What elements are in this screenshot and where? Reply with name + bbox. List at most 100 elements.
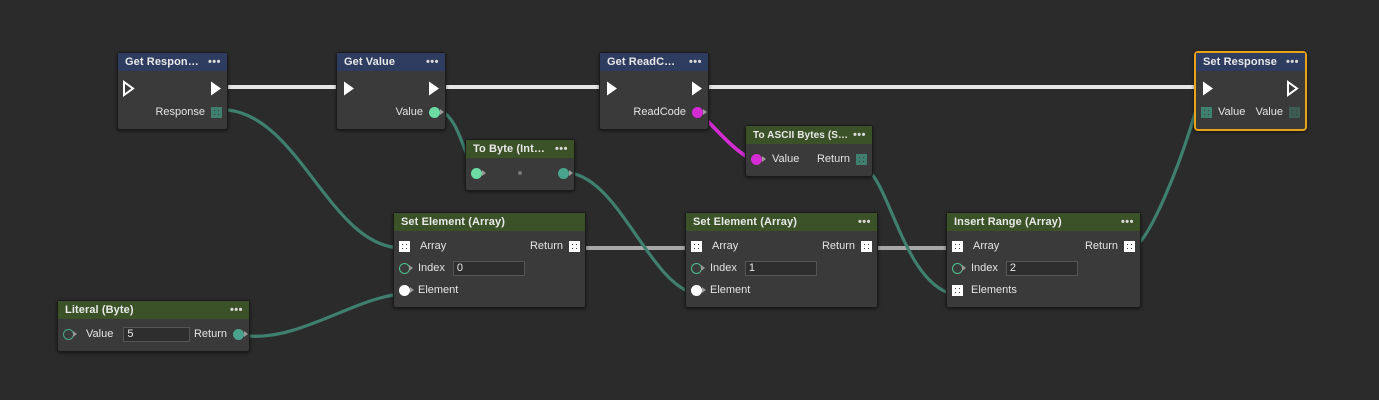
port-row-literal: Value Return: [58, 323, 249, 345]
node-menu-icon[interactable]: •••: [852, 129, 866, 141]
index-input-port[interactable]: [399, 262, 413, 274]
port-label-return: Return: [1084, 240, 1118, 252]
port-row-ascii: Value Return: [746, 148, 872, 170]
index-input-field[interactable]: [452, 260, 525, 276]
node-header[interactable]: Get Value •••: [337, 53, 445, 71]
exec-in-arrow-icon[interactable]: [122, 79, 137, 97]
exec-in-arrow-icon[interactable]: [604, 80, 619, 97]
node-title: Get Response: [125, 56, 200, 68]
port-label-value-in: Value: [1218, 106, 1246, 118]
port-label-index: Index: [710, 262, 737, 274]
index-input-field[interactable]: [744, 260, 817, 276]
port-row-element: Element: [686, 279, 877, 301]
port-label-element: Element: [710, 284, 751, 296]
node-title: Insert Range (Array): [954, 216, 1062, 228]
node-menu-icon[interactable]: •••: [229, 304, 243, 316]
node-header[interactable]: Get Response •••: [118, 53, 227, 71]
tobyte-output-port[interactable]: [558, 167, 573, 179]
port-label-ascii-return: Return: [816, 153, 850, 165]
elements-input-grid-icon[interactable]: [952, 284, 963, 296]
port-label-value: Value: [86, 328, 114, 340]
node-menu-icon[interactable]: •••: [554, 143, 568, 155]
index-input-port[interactable]: [691, 262, 705, 274]
exec-out-arrow-icon[interactable]: [1286, 79, 1301, 97]
exec-row: [337, 75, 445, 101]
return-output-grid-icon[interactable]: [861, 240, 872, 252]
ascii-value-input-port[interactable]: [751, 153, 766, 165]
node-get-readcode[interactable]: Get ReadCode ••• ReadCode: [599, 52, 709, 130]
node-menu-icon[interactable]: •••: [425, 56, 439, 68]
port-row-index: Index: [686, 257, 877, 279]
port-row-array: Array Return: [686, 235, 877, 257]
node-menu-icon[interactable]: •••: [688, 56, 702, 68]
array-input-grid-icon[interactable]: [691, 240, 702, 252]
node-to-ascii-bytes-string[interactable]: To ASCII Bytes (String) ••• Value Return: [745, 125, 873, 177]
node-menu-icon[interactable]: •••: [857, 216, 871, 228]
node-insert-range-array[interactable]: Insert Range (Array) ••• Array Return In…: [946, 212, 1141, 308]
node-title: Set Element (Array): [693, 216, 797, 228]
node-header[interactable]: To ASCII Bytes (String) •••: [746, 126, 872, 144]
node-to-byte-integer[interactable]: To Byte (Integer) •••: [465, 139, 575, 191]
port-label-value-out: Value: [1255, 106, 1283, 118]
node-header[interactable]: Get ReadCode •••: [600, 53, 708, 71]
node-menu-icon[interactable]: •••: [207, 56, 221, 68]
exec-in-arrow-icon[interactable]: [341, 80, 356, 97]
port-label-array: Array: [420, 240, 447, 252]
node-title: Set Response: [1203, 56, 1277, 68]
literal-value-input-port[interactable]: [63, 328, 77, 340]
node-set-element-array-0[interactable]: Set Element (Array) Array Return Index: [393, 212, 586, 308]
readcode-output-port[interactable]: [692, 106, 707, 118]
value-output-grid-icon[interactable]: [1289, 106, 1300, 118]
literal-return-port[interactable]: [233, 328, 248, 340]
exec-out-arrow-icon[interactable]: [208, 80, 223, 97]
exec-out-arrow-icon[interactable]: [426, 80, 441, 97]
wire-data-ir-to-setresponse: [1131, 108, 1198, 250]
node-set-element-array-1[interactable]: Set Element (Array) ••• Array Return Ind…: [685, 212, 878, 308]
node-menu-icon[interactable]: •••: [1285, 56, 1299, 68]
exec-in-arrow-icon[interactable]: [1200, 80, 1215, 97]
node-header[interactable]: Set Element (Array): [394, 213, 585, 231]
node-title: To ASCII Bytes (String): [753, 129, 849, 141]
node-title: Set Element (Array): [401, 216, 505, 228]
node-menu-icon[interactable]: •••: [1120, 216, 1134, 228]
node-get-response[interactable]: Get Response ••• Response: [117, 52, 228, 130]
exec-row: [1196, 75, 1305, 101]
port-label-response: Response: [155, 106, 205, 118]
array-input-grid-icon[interactable]: [399, 240, 410, 252]
node-title: Get ReadCode: [607, 56, 681, 68]
literal-value-field[interactable]: [123, 326, 191, 342]
value-output-port[interactable]: [429, 106, 444, 118]
ascii-return-grid-icon[interactable]: [856, 153, 867, 165]
index-input-field[interactable]: [1005, 260, 1078, 276]
port-label-element: Element: [418, 284, 459, 296]
exec-out-arrow-icon[interactable]: [689, 80, 704, 97]
response-grid-icon[interactable]: [211, 106, 222, 118]
node-literal-byte[interactable]: Literal (Byte) ••• Value Return: [57, 300, 250, 352]
node-header[interactable]: Set Element (Array) •••: [686, 213, 877, 231]
value-input-grid-icon[interactable]: [1201, 106, 1212, 118]
node-title: Get Value: [344, 56, 396, 68]
index-input-port[interactable]: [952, 262, 966, 274]
node-header[interactable]: Insert Range (Array) •••: [947, 213, 1140, 231]
tobyte-input-port[interactable]: [471, 167, 486, 179]
port-row-tobyte: [466, 163, 574, 183]
wire-data-tobyte-to-se1element: [568, 171, 698, 296]
array-input-grid-icon[interactable]: [952, 240, 963, 252]
port-row-array: Array Return: [394, 235, 585, 257]
node-title: Literal (Byte): [65, 304, 134, 316]
node-header[interactable]: Set Response •••: [1196, 53, 1305, 71]
port-row-values: Value Value: [1196, 101, 1305, 123]
return-output-grid-icon[interactable]: [1124, 240, 1135, 252]
return-output-grid-icon[interactable]: [569, 240, 580, 252]
element-input-port[interactable]: [691, 284, 706, 296]
node-get-value[interactable]: Get Value ••• Value: [336, 52, 446, 130]
port-row-index: Index: [394, 257, 585, 279]
element-input-port[interactable]: [399, 284, 414, 296]
port-label-readcode: ReadCode: [633, 106, 686, 118]
port-label-ascii-value: Value: [772, 153, 800, 165]
node-header[interactable]: To Byte (Integer) •••: [466, 140, 574, 158]
port-row-readcode: ReadCode: [600, 101, 708, 123]
node-header[interactable]: Literal (Byte) •••: [58, 301, 249, 319]
node-set-response[interactable]: Set Response ••• Value Value: [1194, 51, 1307, 131]
